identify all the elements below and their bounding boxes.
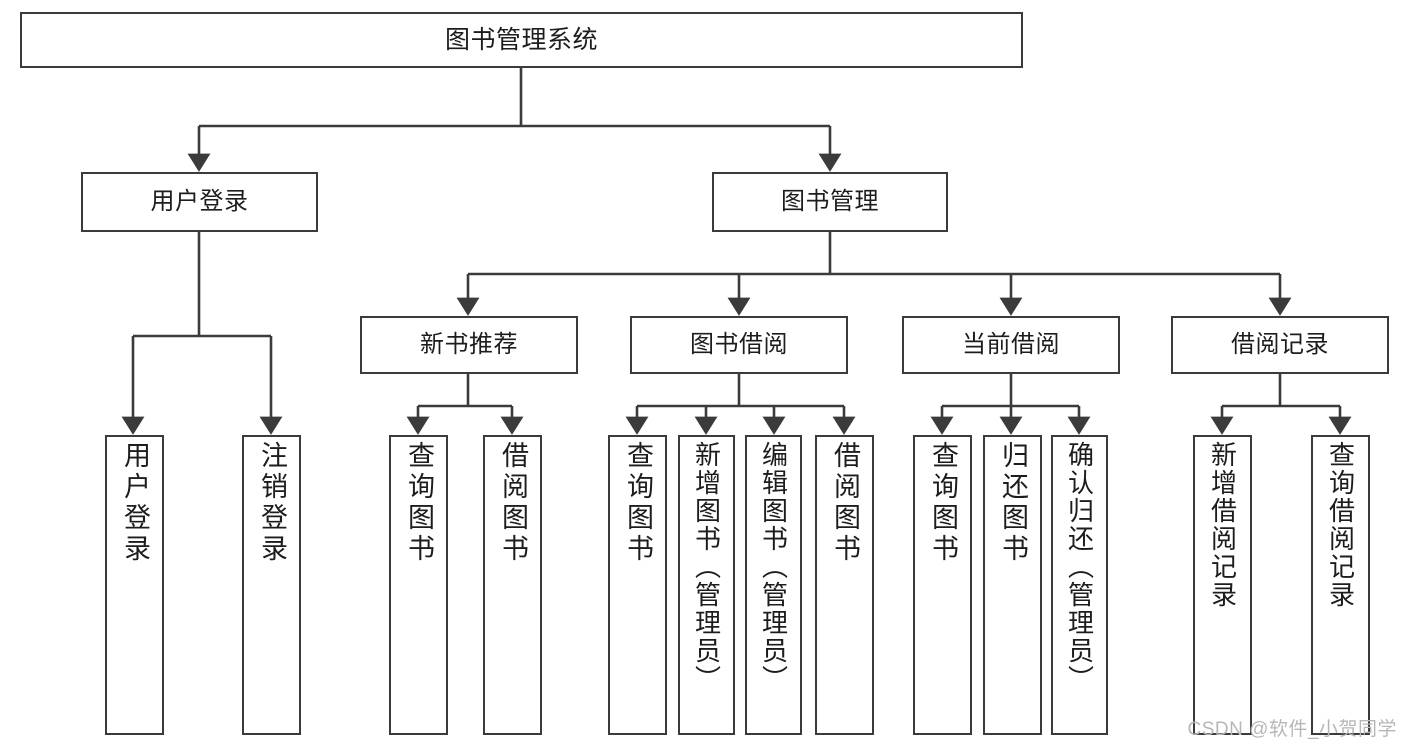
node-borrow-record[interactable]: 借阅记录 <box>1171 316 1389 374</box>
node-user-login[interactable]: 用户登录 <box>81 172 318 232</box>
node-root-system[interactable]: 图书管理系统 <box>20 12 1023 68</box>
leaf-borrow-borrow-book-label: 借阅图书 <box>830 441 860 565</box>
leaf-current-confirm-return-admin-label: 确认归还（管理员） <box>1064 441 1095 693</box>
leaf-record-query-record[interactable]: 查询借阅记录 <box>1311 435 1370 735</box>
leaf-recommend-query-book[interactable]: 查询图书 <box>389 435 448 735</box>
leaf-current-query-book-label: 查询图书 <box>928 441 958 565</box>
node-book-management[interactable]: 图书管理 <box>712 172 948 232</box>
leaf-current-return-book-label: 归还图书 <box>998 441 1028 565</box>
leaf-recommend-borrow-book[interactable]: 借阅图书 <box>483 435 542 735</box>
leaf-user-logout[interactable]: 注销登录 <box>242 435 301 735</box>
leaf-current-query-book[interactable]: 查询图书 <box>913 435 972 735</box>
leaf-user-login-label: 用户登录 <box>120 441 150 565</box>
leaf-record-query-record-label: 查询借阅记录 <box>1325 441 1356 609</box>
leaf-borrow-add-book-admin[interactable]: 新增图书（管理员） <box>678 435 735 735</box>
leaf-borrow-add-book-admin-label: 新增图书（管理员） <box>691 441 722 693</box>
leaf-user-login[interactable]: 用户登录 <box>105 435 164 735</box>
leaf-borrow-borrow-book[interactable]: 借阅图书 <box>815 435 874 735</box>
leaf-current-confirm-return-admin[interactable]: 确认归还（管理员） <box>1051 435 1108 735</box>
leaf-recommend-borrow-book-label: 借阅图书 <box>498 441 528 565</box>
node-new-book-recommend[interactable]: 新书推荐 <box>360 316 578 374</box>
leaf-record-add-record-label: 新增借阅记录 <box>1207 441 1238 609</box>
leaf-record-add-record[interactable]: 新增借阅记录 <box>1193 435 1252 735</box>
node-book-management-label: 图书管理 <box>781 188 879 216</box>
leaf-borrow-edit-book-admin[interactable]: 编辑图书（管理员） <box>745 435 802 735</box>
node-book-borrow-label: 图书借阅 <box>690 331 788 359</box>
leaf-borrow-query-book[interactable]: 查询图书 <box>608 435 667 735</box>
node-user-login-label: 用户登录 <box>150 188 249 216</box>
node-current-borrow-label: 当前借阅 <box>962 331 1060 359</box>
node-root-system-label: 图书管理系统 <box>444 25 598 54</box>
node-book-borrow[interactable]: 图书借阅 <box>630 316 848 374</box>
leaf-borrow-edit-book-admin-label: 编辑图书（管理员） <box>758 441 789 693</box>
leaf-current-return-book[interactable]: 归还图书 <box>983 435 1042 735</box>
node-borrow-record-label: 借阅记录 <box>1231 331 1329 359</box>
leaf-user-logout-label: 注销登录 <box>257 441 287 565</box>
node-new-book-recommend-label: 新书推荐 <box>420 331 518 359</box>
leaf-recommend-query-book-label: 查询图书 <box>404 441 434 565</box>
node-current-borrow[interactable]: 当前借阅 <box>902 316 1120 374</box>
csdn-watermark: CSDN @软件_小贺同学 <box>1187 719 1397 740</box>
leaf-borrow-query-book-label: 查询图书 <box>623 441 653 565</box>
